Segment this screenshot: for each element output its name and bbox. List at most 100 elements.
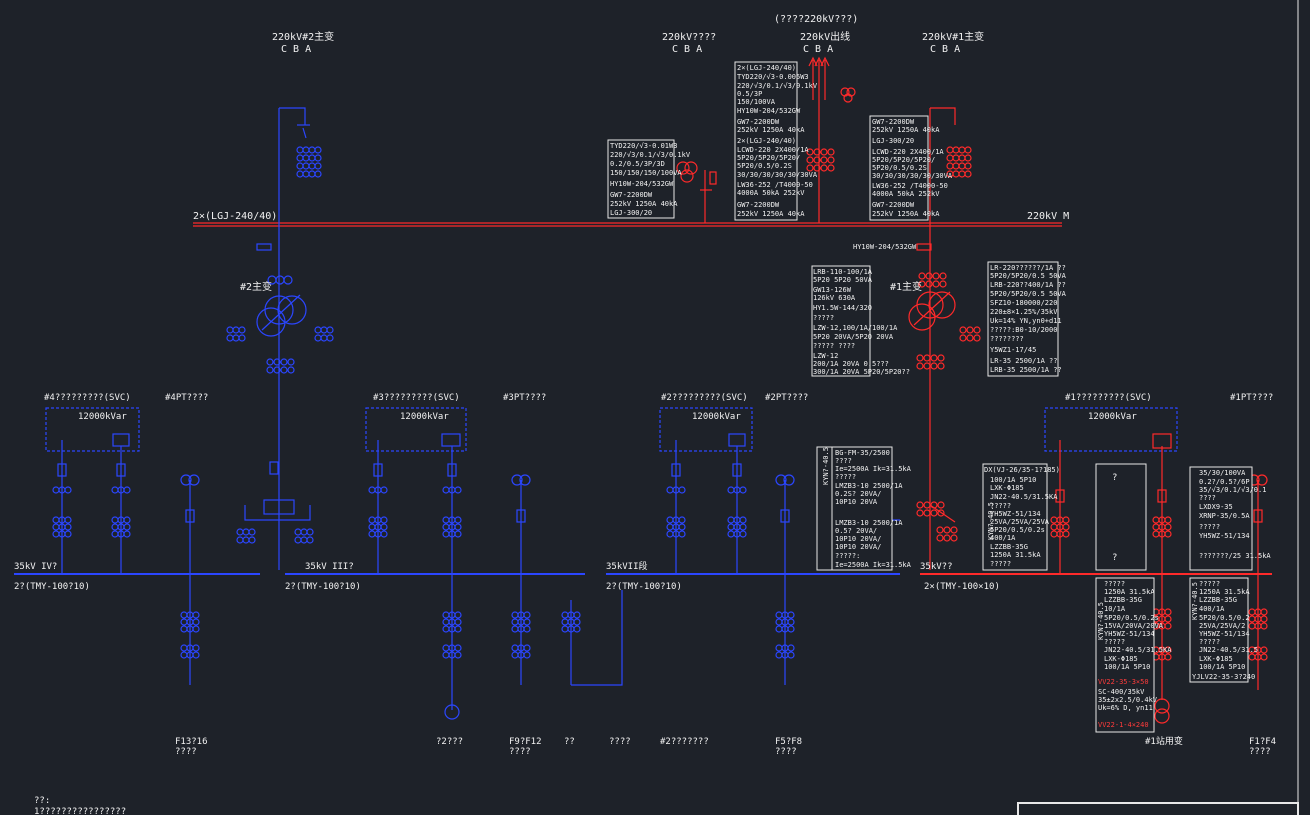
svc-1-box: 12000kVar xyxy=(1044,407,1178,452)
ct-coil-mark xyxy=(380,523,388,531)
ct-coil-mark xyxy=(573,611,581,619)
ct-coil-mark xyxy=(727,516,735,524)
svg-text:LZW-12,100/1A/100/1A: LZW-12,100/1A/100/1A xyxy=(813,324,898,332)
pt-1-label: #1PT???? xyxy=(1230,393,1273,403)
notes-line-1: 1???????????????? xyxy=(34,807,126,815)
svg-text:LCWD-220 2X400/1A: LCWD-220 2X400/1A xyxy=(737,146,809,154)
ct-coil-mark xyxy=(1050,530,1058,538)
svg-text:12000kVar: 12000kVar xyxy=(400,412,449,422)
svg-text:15VA/20VA/20VA: 15VA/20VA/20VA xyxy=(1104,622,1164,630)
svg-text:SC-400/35kV: SC-400/35kV xyxy=(1098,688,1145,696)
pt-2-label: #2PT???? xyxy=(765,393,808,403)
svg-text:4000A 50kA 252kV: 4000A 50kA 252kV xyxy=(737,189,805,197)
svg-text:?????: ????? xyxy=(1199,580,1220,588)
cabinet-box-r2: ????? 1250A 31.5kA LZZBB-35G 400/1A 5P20… xyxy=(1189,577,1258,683)
ct-coil-mark xyxy=(511,651,519,659)
svc-1-label: #1?????????(SVC) xyxy=(1065,393,1152,403)
cabinet-box-blank: ? ? xyxy=(1095,463,1147,571)
bay-220kv-outgoing xyxy=(806,56,856,223)
ct-coil-mark xyxy=(727,523,735,531)
svg-text:XRNP-35/0.5A: XRNP-35/0.5A xyxy=(1199,512,1250,520)
transformer-1-circuit xyxy=(908,107,981,570)
breaker-mark xyxy=(732,463,742,477)
svg-text:35/30/100VA: 35/30/100VA xyxy=(1199,469,1246,477)
feeder-2-aux: #2??????? xyxy=(660,737,709,747)
svg-text:150/100VA: 150/100VA xyxy=(737,98,776,106)
svg-text:220/√3/0.1/√3/0.1kV: 220/√3/0.1/√3/0.1kV xyxy=(737,82,818,90)
svg-text:HY10W-204/532GW: HY10W-204/532GW xyxy=(737,107,801,115)
svg-text:30/30/30/30/30/30VA: 30/30/30/30/30/30VA xyxy=(872,172,953,180)
svg-text:KYN?-40.5: KYN?-40.5 xyxy=(987,502,995,540)
svg-text:5P20 20VA/5P20 20VA: 5P20 20VA/5P20 20VA xyxy=(813,333,894,341)
svg-text:LCWD-220 2X400/1A: LCWD-220 2X400/1A xyxy=(872,148,944,156)
ct-coil-mark xyxy=(111,523,119,531)
svg-text:LRB-220??400/1A ??: LRB-220??400/1A ?? xyxy=(990,281,1066,289)
ct-coil-mark xyxy=(1164,646,1172,654)
ct-coil-mark xyxy=(123,530,131,538)
ct-coil-mark xyxy=(180,618,188,626)
feeder-q2: ???? xyxy=(609,737,631,747)
svg-text:5P20/0.5/0.2S: 5P20/0.5/0.2S xyxy=(737,162,792,170)
svg-text:LMZB3-10 2500/1A: LMZB3-10 2500/1A xyxy=(835,519,903,527)
ct-coil-mark xyxy=(787,625,795,633)
ct-coil-mark xyxy=(454,644,462,652)
svg-text:300/1A 20VA 5P20/5P20??: 300/1A 20VA 5P20/5P20?? xyxy=(813,368,910,376)
svg-text:10P10 20VA: 10P10 20VA xyxy=(835,498,878,506)
svg-text:???????/25 31.5kA: ???????/25 31.5kA xyxy=(1199,552,1271,560)
svg-text:252kV 1250A 40kA: 252kV 1250A 40kA xyxy=(610,200,678,208)
bus-35kv-iv-label: 35kV IV? xyxy=(14,562,57,572)
svg-text:VV22-35-3×50: VV22-35-3×50 xyxy=(1098,678,1149,686)
ct-coil-mark xyxy=(1260,615,1268,623)
ct-coil-mark xyxy=(1260,608,1268,616)
svg-text:5P20/0.5/0.2s: 5P20/0.5/0.2s xyxy=(990,526,1045,534)
spec-box-mid-220: 2×(LGJ-240/40) TYD220/√3-0.005W3 220/√3/… xyxy=(734,61,818,221)
svg-text:100/1A 5P10: 100/1A 5P10 xyxy=(1199,663,1245,671)
breaker-mark xyxy=(1055,489,1065,503)
svg-text:5P20/5P20/5P20/: 5P20/5P20/5P20/ xyxy=(737,154,800,162)
pt-3-label: #3PT???? xyxy=(503,393,546,403)
ct-coil-mark xyxy=(1260,646,1268,654)
ct-coil-mark xyxy=(442,516,450,524)
ct-coil-mark xyxy=(380,486,388,494)
svg-text:LXDX9-35: LXDX9-35 xyxy=(1199,503,1233,511)
ct-coil-mark xyxy=(1164,530,1172,538)
ct-coil-mark xyxy=(511,625,519,633)
ct-coil-mark xyxy=(775,625,783,633)
svg-text:GW7-2200DW: GW7-2200DW xyxy=(872,118,915,126)
phase-220kv-q: C B A xyxy=(672,44,702,55)
svg-text:LMZB3-10 2500/1A: LMZB3-10 2500/1A xyxy=(835,482,903,490)
svg-text:LZZBB-35G: LZZBB-35G xyxy=(1199,596,1237,604)
ct-coil-mark xyxy=(454,523,462,531)
svg-text:Uk=14% YN,yn0+d11: Uk=14% YN,yn0+d11 xyxy=(990,317,1062,325)
ct-coil-mark xyxy=(727,486,735,494)
svg-text:LR-220??????/1A ??: LR-220??????/1A ?? xyxy=(990,264,1066,272)
ct-coil-mark xyxy=(64,486,72,494)
ct-coil-mark xyxy=(454,611,462,619)
breaker-mark xyxy=(671,463,681,477)
svg-text:0.2S? 20VA/: 0.2S? 20VA/ xyxy=(835,490,881,498)
feeder-station-transformer-1: #1站用变 xyxy=(1145,735,1183,747)
svg-text:GW7-2200DW: GW7-2200DW xyxy=(737,118,780,126)
transformer-2-label: #2主变 xyxy=(240,280,272,293)
bus-35kv-iii-label: 35kV III? xyxy=(305,562,354,572)
ct-coil-mark xyxy=(180,611,188,619)
label-220kv-t1: 220kV#1主变 xyxy=(922,30,984,43)
feeder-f5-f8: F5?F8 xyxy=(775,737,802,747)
ct-coil-mark xyxy=(1248,615,1256,623)
ct-coil-mark xyxy=(380,516,388,524)
ct-coil-mark xyxy=(442,625,450,633)
svg-text:GW7-2200DW: GW7-2200DW xyxy=(737,201,780,209)
ct-coil-mark xyxy=(180,625,188,633)
ct-coil-mark xyxy=(368,523,376,531)
svg-text:YH5WZ-51/134: YH5WZ-51/134 xyxy=(990,510,1041,518)
ct-coil-mark xyxy=(523,611,531,619)
ct-coil-mark xyxy=(368,516,376,524)
ct-coil-mark xyxy=(523,625,531,633)
ct-coil-mark xyxy=(1050,523,1058,531)
svg-text:LW36-252 /T4000-50: LW36-252 /T4000-50 xyxy=(737,181,813,189)
svg-text:GW13-126W: GW13-126W xyxy=(813,286,852,294)
ct-coil-mark xyxy=(739,523,747,531)
surge-arrester-label: HY10W-204/532GW xyxy=(853,243,917,251)
svg-text:LXK-Φ185: LXK-Φ185 xyxy=(990,484,1024,492)
